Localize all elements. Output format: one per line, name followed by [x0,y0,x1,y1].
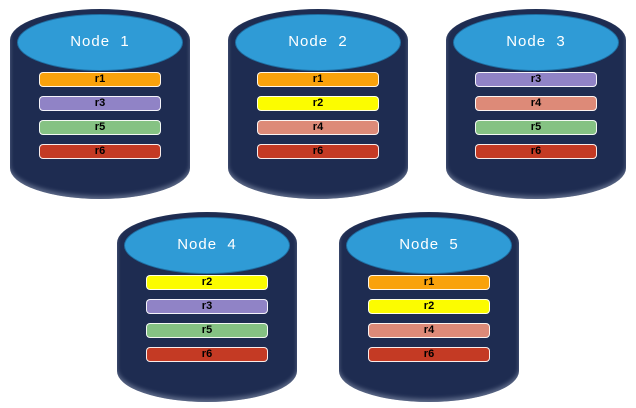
cylinder-top: Node 1 [17,14,183,71]
replica-bar-r2: r2 [257,96,379,111]
replica-list: r1 r2 r4 r6 [257,72,379,159]
replica-label: r6 [312,145,324,157]
replica-bar-r3: r3 [39,96,161,111]
node-title: Node 1 [70,33,130,50]
replica-label: r6 [530,145,542,157]
node-title: Node 4 [177,236,237,253]
replica-bar-r1: r1 [39,72,161,87]
replica-bar-r3: r3 [146,299,268,314]
replica-bar-r4: r4 [368,323,490,338]
replica-list: r2 r3 r5 r6 [146,275,268,362]
node-title: Node 3 [506,33,566,50]
replica-bar-r4: r4 [257,120,379,135]
replica-bar-r1: r1 [368,275,490,290]
bottom-row: Node 4 r2 r3 r5 r6 Node 5 r1 r2 r4 r6 [0,212,636,402]
replica-bar-r4: r4 [475,96,597,111]
replica-label: r6 [423,348,435,360]
replica-label: r5 [94,121,106,133]
replica-bar-r5: r5 [39,120,161,135]
replica-label: r1 [423,276,435,288]
replica-bar-r2: r2 [146,275,268,290]
cylinder-top: Node 2 [235,14,401,71]
replica-bar-r2: r2 [368,299,490,314]
replica-label: r4 [423,324,435,336]
replica-bar-r6: r6 [257,144,379,159]
cylinder-top: Node 4 [124,217,290,274]
replica-label: r3 [94,97,106,109]
replica-label: r2 [201,276,213,288]
replica-label: r1 [94,73,106,85]
top-row: Node 1 r1 r3 r5 r6 Node 2 r1 r2 r4 r6 Node 3 r… [0,0,636,199]
replica-list: r3 r4 r5 r6 [475,72,597,159]
replica-list: r1 r2 r4 r6 [368,275,490,362]
replica-label: r2 [312,97,324,109]
cylinder-top: Node 3 [453,14,619,71]
replica-bar-r5: r5 [146,323,268,338]
database-node-1: Node 1 r1 r3 r5 r6 [10,9,190,199]
node-title: Node 2 [288,33,348,50]
replica-bar-r6: r6 [475,144,597,159]
replica-bar-r6: r6 [146,347,268,362]
replica-bar-r1: r1 [257,72,379,87]
replica-label: r1 [312,73,324,85]
database-node-5: Node 5 r1 r2 r4 r6 [339,212,519,402]
replica-label: r5 [530,121,542,133]
replica-bar-r3: r3 [475,72,597,87]
replica-bar-r6: r6 [368,347,490,362]
cylinder-top: Node 5 [346,217,512,274]
node-title: Node 5 [399,236,459,253]
replica-bar-r6: r6 [39,144,161,159]
database-node-4: Node 4 r2 r3 r5 r6 [117,212,297,402]
replica-label: r2 [423,300,435,312]
replica-label: r4 [312,121,324,133]
database-node-2: Node 2 r1 r2 r4 r6 [228,9,408,199]
replica-label: r4 [530,97,542,109]
replica-label: r3 [530,73,542,85]
replica-list: r1 r3 r5 r6 [39,72,161,159]
replica-bar-r5: r5 [475,120,597,135]
database-node-3: Node 3 r3 r4 r5 r6 [446,9,626,199]
replica-label: r3 [201,300,213,312]
replica-label: r6 [94,145,106,157]
replica-label: r6 [201,348,213,360]
replica-label: r5 [201,324,213,336]
